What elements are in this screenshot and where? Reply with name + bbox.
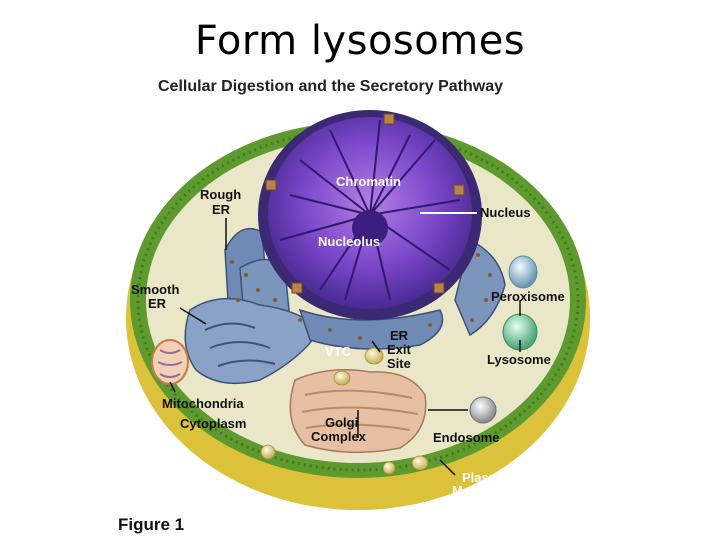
label-endosome: Endosome: [433, 430, 499, 445]
slide-title: Form lysosomes: [194, 18, 526, 64]
label-mitochondria: Mitochondria: [162, 396, 244, 411]
label-cytoplasm: Cytoplasm: [180, 416, 246, 431]
label-er-exit-site-line1: ER: [390, 328, 409, 343]
vesicles: [260, 347, 429, 475]
ribosome-dots: [230, 253, 492, 340]
label-golgi-line1: Golgi: [325, 415, 358, 430]
label-er-exit-site-line2: Exit: [387, 342, 412, 357]
leader-lines: [169, 212, 521, 476]
label-vtc: VTC: [325, 344, 352, 359]
endosome-shape: [469, 396, 497, 424]
label-golgi-line2: Complex: [311, 429, 367, 444]
figure-title: Cellular Digestion and the Secretory Pat…: [158, 78, 503, 95]
label-plasma-membrane-line1: Plasma: [462, 470, 508, 485]
label-chromatin: Chromatin: [336, 174, 401, 189]
label-peroxisome: Peroxisome: [491, 289, 565, 304]
label-plasma-membrane-line2: Membrane: [452, 483, 517, 498]
figure-caption: Figure 1: [118, 515, 185, 534]
label-rough-er-line1: Rough: [200, 187, 241, 202]
label-rough-er-line2: ER: [212, 202, 231, 217]
label-nucleolus: Nucleolus: [318, 234, 380, 249]
label-lysosome: Lysosome: [487, 352, 551, 367]
label-smooth-er-line1: Smooth: [131, 282, 179, 297]
label-smooth-er-line2: ER: [148, 296, 167, 311]
nucleus-shape: [258, 110, 482, 320]
label-er-exit-site-line3: Site: [387, 356, 411, 371]
mitochondrion-shape: [151, 339, 189, 385]
label-nucleus: Nucleus: [480, 205, 531, 220]
peroxisome-shape: [508, 255, 538, 289]
